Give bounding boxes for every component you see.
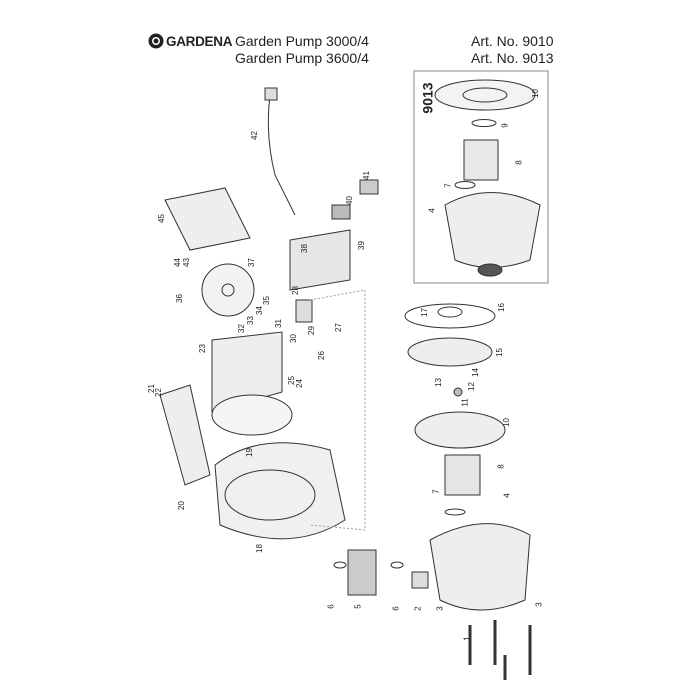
inset-label: 7 <box>443 183 453 188</box>
part-label: 20 <box>176 501 186 510</box>
part-label: 11 <box>460 398 470 407</box>
model-title-2: Garden Pump 3600/4 <box>235 50 369 66</box>
part-label: 43 <box>181 258 191 267</box>
part-label: 44 <box>172 258 182 267</box>
part-label: 40 <box>344 196 354 205</box>
fan-cover <box>164 187 251 251</box>
screws <box>468 620 532 680</box>
part-label: 29 <box>306 326 316 335</box>
part-label: 13 <box>433 378 443 387</box>
part-label: 18 <box>254 544 264 553</box>
part-label: 24 <box>294 379 304 388</box>
diffuser-15 <box>407 337 493 367</box>
motor-housing-23 <box>211 331 283 413</box>
model-title-1: Garden Pump 3000/4 <box>235 33 369 49</box>
part-label: 30 <box>288 334 298 343</box>
pump-housing-18 <box>214 442 346 540</box>
part-label: 2 <box>413 606 423 611</box>
power-cord <box>267 94 296 216</box>
article-number-1: Art. No. 9010 <box>471 33 554 49</box>
brand-name: GARDENA <box>166 33 233 49</box>
fan-36 <box>201 263 255 317</box>
capacitor-part-41 <box>359 179 379 195</box>
part-label: 5 <box>353 604 363 609</box>
part-label: 15 <box>494 348 504 357</box>
part-label: 7 <box>431 489 441 494</box>
part-label: 10 <box>501 418 511 427</box>
part-label: 3 <box>435 606 445 611</box>
part-label: 26 <box>316 351 326 360</box>
inset-title: 9013 <box>419 82 436 114</box>
cover-20 <box>159 384 211 486</box>
part-label: 27 <box>333 323 343 332</box>
part-label: 42 <box>249 131 259 140</box>
inset-part-7 <box>454 181 476 189</box>
inset-label: 4 <box>427 208 437 213</box>
ejector-8 <box>444 454 481 496</box>
part-label: 17 <box>419 308 429 317</box>
part-label: 16 <box>496 303 506 312</box>
inset-label: 9 <box>500 123 510 128</box>
part-label: 35 <box>261 296 271 305</box>
inset-part-10 <box>434 79 536 111</box>
article-number-2: Art. No. 9013 <box>471 50 554 66</box>
part-label: 3 <box>534 602 544 607</box>
part-label: 33 <box>245 316 255 325</box>
inset-label: 10 <box>530 89 540 98</box>
part-label: 8 <box>496 464 506 469</box>
part-label: 37 <box>246 258 256 267</box>
inset-part-4 <box>444 192 541 268</box>
part-label: 4 <box>502 493 512 498</box>
part-label: 6 <box>326 604 336 609</box>
part-label: 41 <box>361 171 371 180</box>
part-label: 32 <box>236 324 246 333</box>
part-label: 12 <box>466 382 476 391</box>
inset-frame <box>413 70 549 284</box>
inset-part-8 <box>463 139 499 181</box>
inset-part-9 <box>471 119 497 127</box>
part-label: 45 <box>156 214 166 223</box>
part-label: 39 <box>356 241 366 250</box>
part-label: 28 <box>290 286 300 295</box>
part-label: 19 <box>244 448 254 457</box>
part-label: 22 <box>153 388 163 397</box>
part-label: 23 <box>197 344 207 353</box>
gardena-logo-icon <box>148 33 164 49</box>
pump-body-4 <box>429 523 531 611</box>
o-ring-16 <box>404 303 496 329</box>
terminal-box-38 <box>289 229 351 291</box>
inset-label: 8 <box>514 160 524 165</box>
part-label: 14 <box>470 368 480 377</box>
part-label: 38 <box>299 244 309 253</box>
part-label: 34 <box>254 306 264 315</box>
part-label: 1 <box>462 636 472 641</box>
part-label: 36 <box>174 294 184 303</box>
part-label: 31 <box>273 319 283 328</box>
gardena-logo: GARDENA <box>148 33 232 49</box>
connector-5 <box>347 549 377 596</box>
stage-10 <box>414 411 506 449</box>
part-label: 6 <box>391 606 401 611</box>
